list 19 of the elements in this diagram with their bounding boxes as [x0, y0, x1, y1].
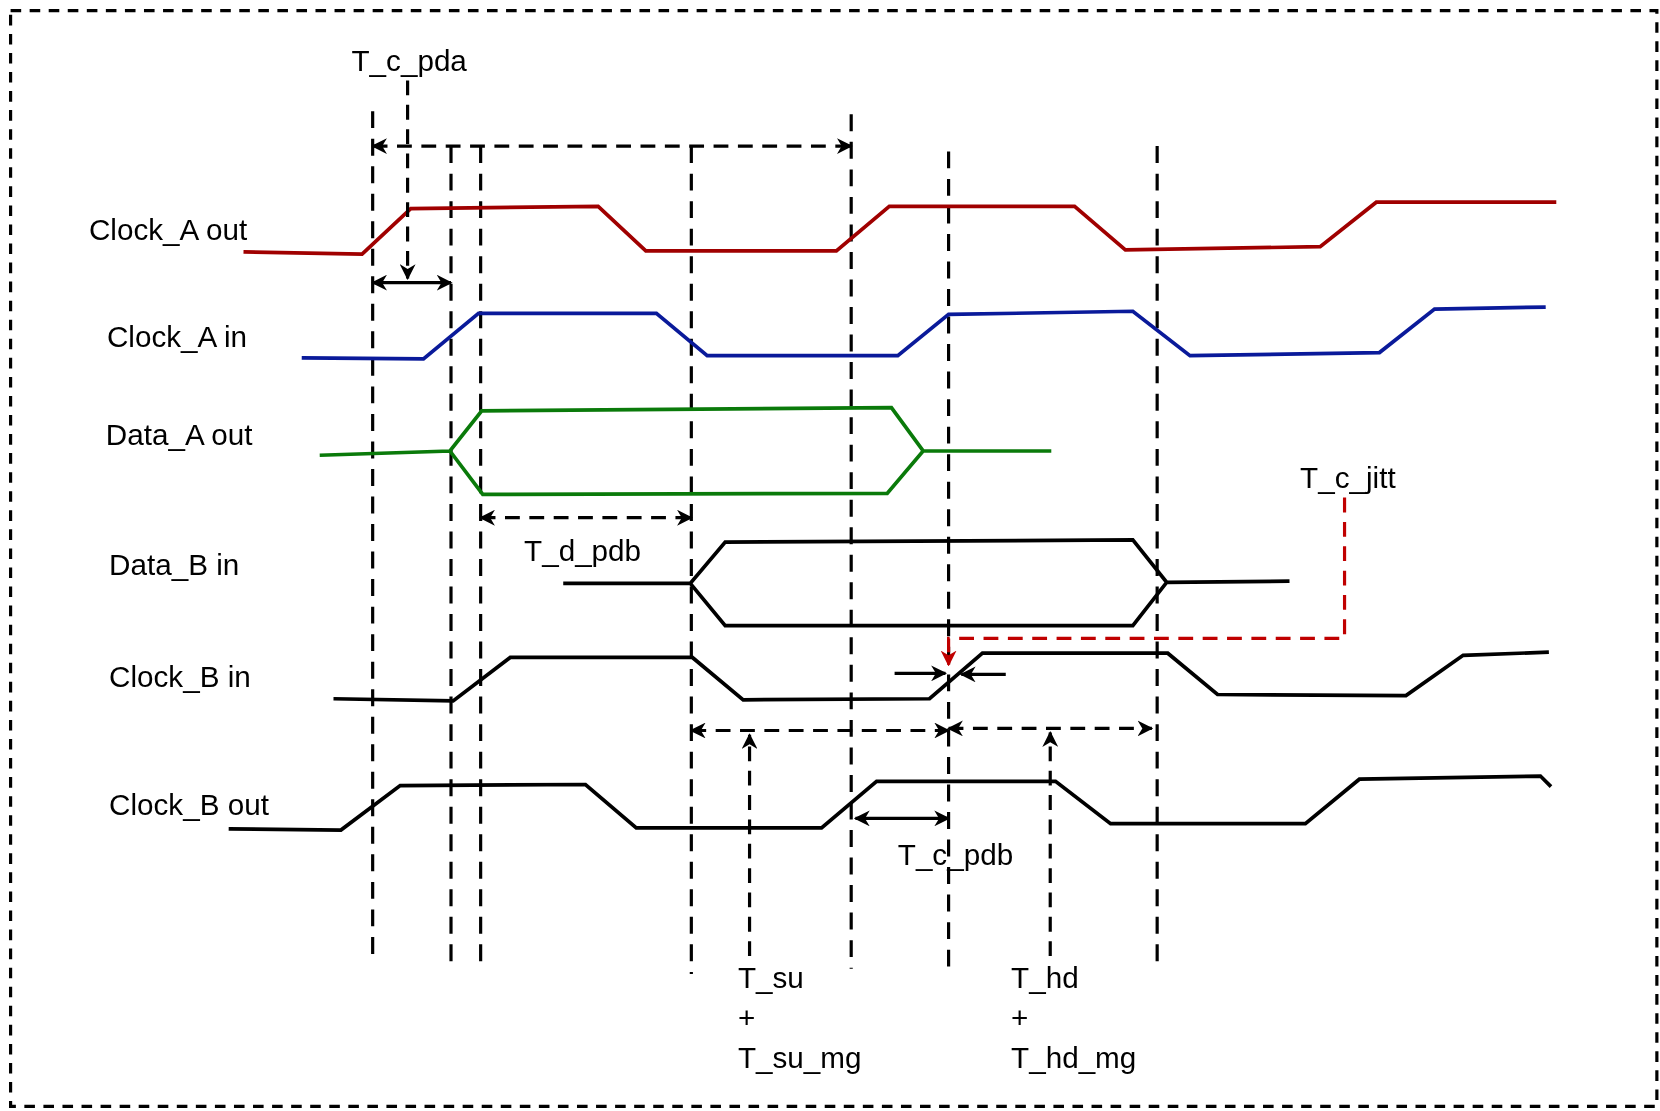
dimension-line [371, 274, 453, 291]
signal-label: Clock_A out [88, 213, 248, 248]
timing-label: T_c_pdb [897, 838, 1014, 873]
annotation-label: T_hd + T_hd_mg [1011, 958, 1170, 1079]
dimension-line [689, 722, 951, 739]
signal-label: Clock_B in [109, 660, 251, 695]
annotation-label: T_c_pda [351, 44, 467, 79]
signal-label: Data_A out [105, 418, 253, 453]
dimension-line [947, 720, 1154, 737]
leader-line [399, 80, 416, 281]
annotation-label: T_su + T_su_mg [737, 958, 897, 1079]
signal-label: Data_B in [109, 548, 240, 583]
leader-line [940, 497, 1347, 667]
leader-line [741, 733, 758, 956]
leader-line [1042, 731, 1059, 956]
signal-label: Clock_A in [106, 320, 247, 355]
timing-label: T_d_pdb [524, 534, 642, 569]
annotation-label: T_c_jitt [1300, 461, 1396, 496]
signal-label: Clock_B out [109, 788, 269, 823]
